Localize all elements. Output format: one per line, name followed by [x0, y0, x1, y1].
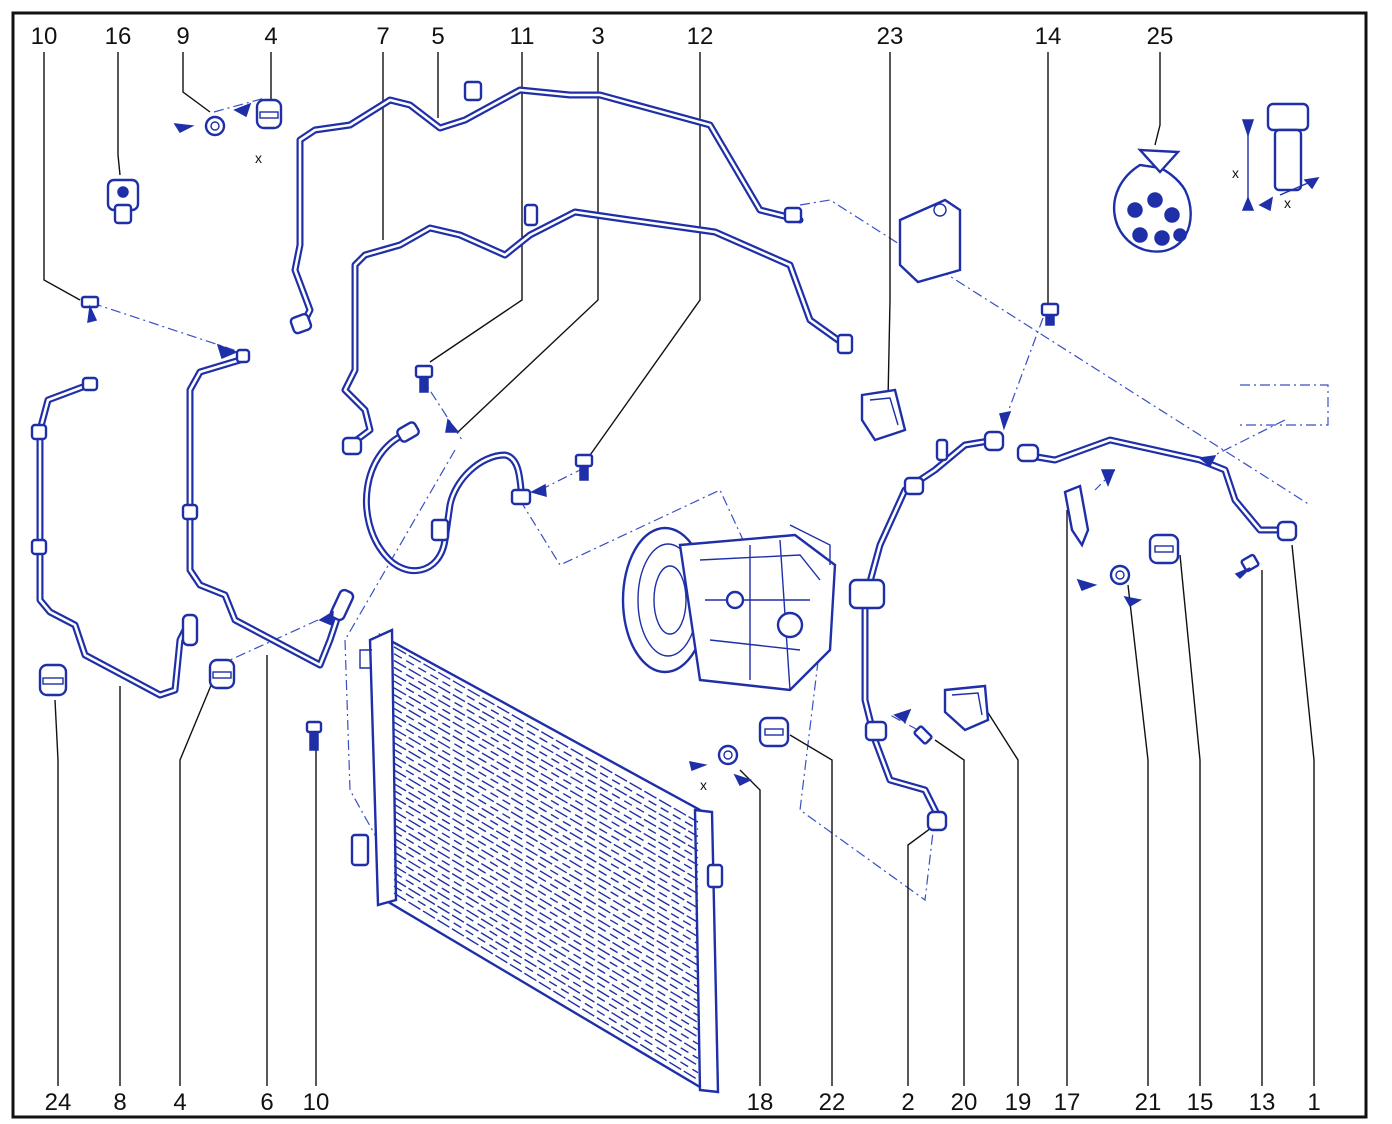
bracket-19: [943, 684, 990, 732]
part-label-19: 19: [1005, 1089, 1032, 1116]
leader-line-9: [182, 52, 211, 113]
valve-16: [106, 178, 140, 225]
part-label-11: 11: [510, 23, 535, 50]
bolt-14: [1040, 302, 1060, 326]
pipe-6: [186, 356, 344, 669]
part-label-4: 4: [264, 23, 277, 50]
dimension-mark-x: x: [255, 150, 262, 166]
leader-line-16: [117, 52, 121, 176]
cap-15: [1148, 533, 1180, 565]
leader-line-20: [934, 739, 965, 1086]
direction-arrows: [173, 102, 1217, 787]
leader-line-18: [739, 769, 761, 1086]
leader-line-11: [429, 52, 523, 363]
leader-line-24: [54, 699, 59, 1086]
cap-4-bottom: [208, 658, 236, 690]
part-label-14: 14: [1035, 23, 1062, 50]
leader-line-21: [1127, 584, 1149, 1086]
leader-line-15: [1179, 554, 1201, 1086]
part-label-18: 18: [747, 1089, 774, 1116]
part-label-17: 17: [1054, 1089, 1081, 1116]
part-label-12: 12: [687, 23, 714, 50]
bolt-20: [913, 725, 933, 745]
bolt-10-bottom: [305, 720, 323, 751]
part-label-3: 3: [591, 23, 604, 50]
pipe-fittings: [30, 80, 1298, 832]
dimension-mark-x: x: [1284, 195, 1291, 211]
leader-line-22: [789, 734, 833, 1086]
part-label-21: 21: [1135, 1089, 1162, 1116]
part-label-25: 25: [1147, 23, 1174, 50]
cap-24: [38, 663, 68, 697]
cap-4-top: [255, 98, 283, 130]
pipe-8: [36, 381, 194, 699]
part-label-8: 8: [113, 1089, 126, 1116]
leader-line-4: [179, 682, 213, 1086]
part-label-5: 5: [431, 23, 444, 50]
part-label-7: 7: [376, 23, 389, 50]
bolt-10-top: [80, 295, 100, 323]
pipe-7: [341, 208, 849, 449]
pipe-5: [291, 86, 804, 334]
part-label-24: 24: [45, 1089, 72, 1116]
compressor: [621, 524, 837, 692]
leader-line-12: [587, 52, 701, 459]
leader-line-3: [457, 52, 599, 433]
part-label-9: 9: [176, 23, 189, 50]
seal-21: [1109, 564, 1131, 586]
leader-line-10: [43, 52, 81, 301]
condenser: [350, 628, 724, 1094]
expansion-valve: [898, 198, 962, 284]
dimension-marks: x x x x: [255, 150, 1291, 793]
leader-line-2: [907, 824, 936, 1086]
seal-18: [717, 744, 739, 766]
pipe-1: [1021, 436, 1289, 534]
cap-22: [758, 716, 790, 748]
part-label-1: 1: [1307, 1089, 1320, 1116]
part-label-10: 10: [31, 23, 58, 50]
diagram-frame: [11, 11, 1368, 1119]
dimension-mark-x: x: [1232, 165, 1239, 181]
seal-9: [204, 115, 226, 137]
part-label-23: 23: [877, 23, 904, 50]
part-label-10: 10: [303, 1089, 330, 1116]
leader-line-25: [1154, 52, 1161, 146]
grease-bag-25: [1113, 148, 1192, 253]
dimension-detail: [1241, 102, 1320, 212]
leader-line-19: [984, 707, 1019, 1086]
bracket-23: [860, 388, 907, 442]
part-label-20: 20: [951, 1089, 978, 1116]
part-label-4: 4: [173, 1089, 186, 1116]
bracket-17: [1063, 484, 1090, 548]
leader-line-1: [1291, 544, 1315, 1086]
bolt-12: [574, 453, 594, 481]
leader-lines: [43, 52, 1315, 1086]
bolt-13: [1234, 553, 1260, 580]
part-label-22: 22: [819, 1089, 846, 1116]
pipe-3: [363, 428, 526, 574]
part-label-2: 2: [901, 1089, 914, 1116]
part-label-13: 13: [1249, 1089, 1276, 1116]
part-label-6: 6: [260, 1089, 273, 1116]
part-label-16: 16: [105, 23, 132, 50]
dimension-mark-x: x: [700, 777, 707, 793]
leader-line-23: [887, 52, 891, 401]
pipe-2: [861, 436, 999, 824]
bolt-11: [414, 364, 434, 393]
part-label-15: 15: [1187, 1089, 1214, 1116]
